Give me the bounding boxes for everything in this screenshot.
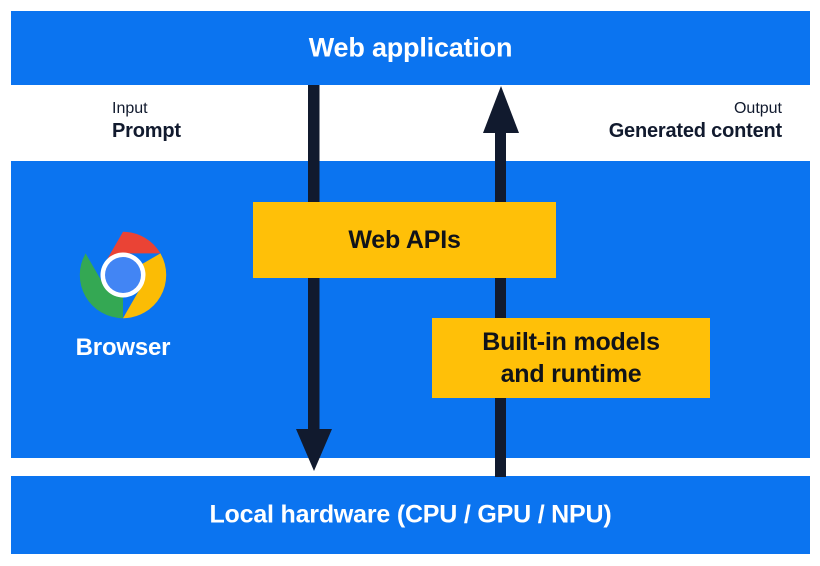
browser-label: Browser [75, 334, 171, 361]
builtin-models-box: Built-in models and runtime [432, 318, 710, 398]
browser-identity-group: Browser [47, 230, 199, 362]
input-value: Prompt [112, 119, 181, 142]
web-application-label: Web application [308, 32, 513, 63]
builtin-models-label: Built-in models and runtime [482, 326, 660, 390]
output-kicker: Output [733, 100, 782, 117]
input-flow-label: Input Prompt [112, 99, 181, 143]
local-hardware-band: Local hardware (CPU / GPU / NPU) [11, 476, 810, 554]
output-flow-label: Output Generated content [608, 99, 783, 143]
web-apis-label: Web APIs [348, 226, 461, 254]
web-application-band: Web application [11, 11, 810, 85]
builtin-models-line1: Built-in models [482, 328, 660, 356]
arrow-down-icon [296, 85, 332, 471]
web-apis-box: Web APIs [253, 202, 556, 278]
local-hardware-label: Local hardware (CPU / GPU / NPU) [209, 500, 612, 529]
builtin-models-line2: and runtime [500, 360, 642, 388]
output-value: Generated content [608, 119, 783, 142]
input-kicker: Input [112, 100, 148, 117]
chrome-logo-icon [79, 231, 167, 319]
arrow-up-icon [483, 86, 519, 477]
